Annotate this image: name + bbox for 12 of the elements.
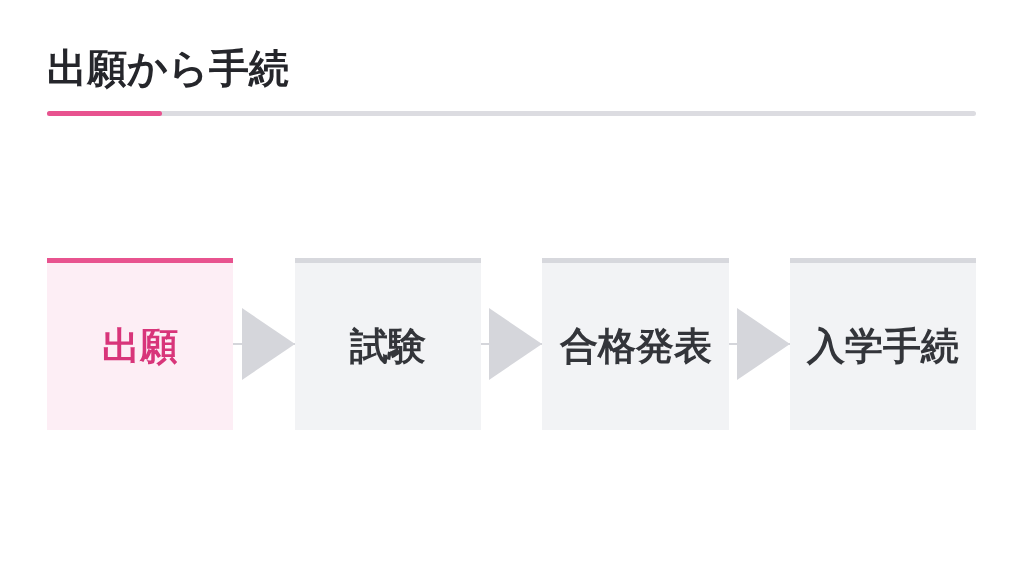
step-label: 試験 [350, 323, 426, 370]
arrow [728, 308, 791, 380]
step-box [295, 258, 481, 430]
step-label: 出願 [102, 323, 178, 370]
step-box [47, 258, 233, 430]
step-box [542, 258, 729, 430]
step-label: 合格発表 [559, 323, 712, 370]
step-label: 入学手続 [807, 323, 959, 370]
title: 出願から手続 [47, 44, 289, 92]
arrow [480, 308, 543, 380]
arrow [232, 308, 296, 380]
step-box [790, 258, 976, 430]
